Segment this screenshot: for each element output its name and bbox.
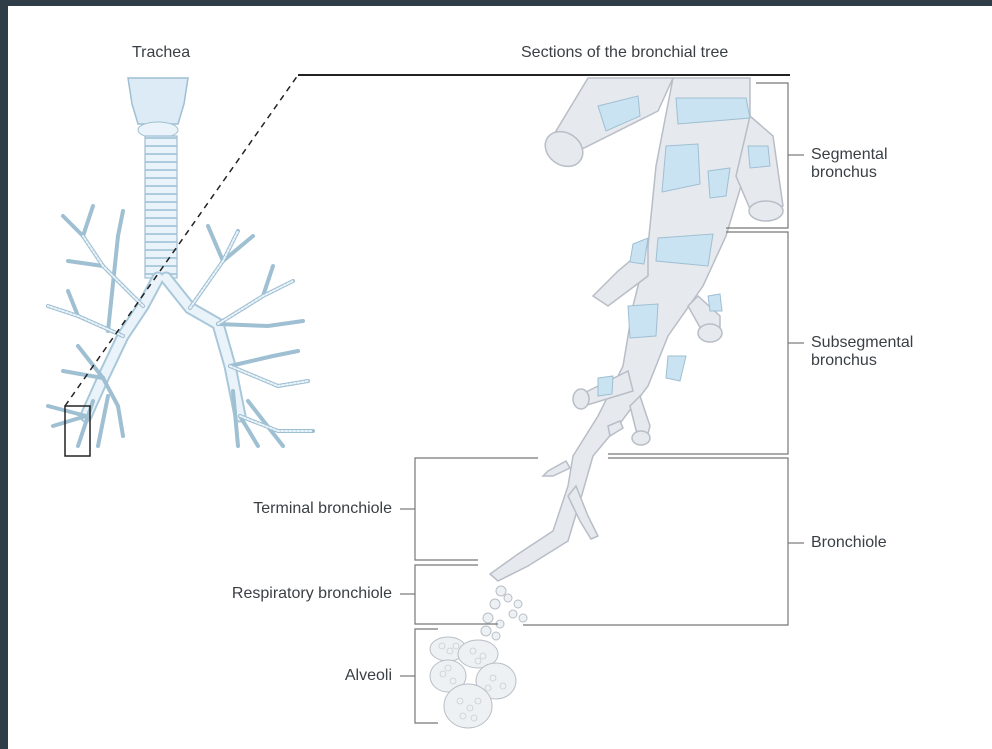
trachea-overview (48, 78, 313, 456)
bronchial-tree-illustration (8, 6, 992, 749)
label-bronchiole: Bronchiole (811, 534, 887, 552)
sections-title: Sections of the bronchial tree (521, 44, 728, 62)
trachea-title: Trachea (132, 44, 190, 62)
label-terminal-bronchiole: Terminal bronchiole (253, 500, 392, 518)
bracket-terminal (415, 458, 538, 560)
larynx-shape (128, 78, 188, 124)
label-segmental-bronchus: Segmental bronchus (811, 146, 888, 182)
diagram-canvas: Trachea Sections of the bronchial tree S… (8, 6, 992, 749)
label-subsegmental-bronchus: Subsegmental bronchus (811, 334, 913, 370)
trachea-tube (145, 136, 177, 278)
label-respiratory-bronchiole: Respiratory bronchiole (232, 585, 392, 603)
bronchial-tree-section (430, 78, 783, 728)
alveoli-clusters (430, 586, 527, 728)
label-alveoli: Alveoli (345, 667, 392, 685)
